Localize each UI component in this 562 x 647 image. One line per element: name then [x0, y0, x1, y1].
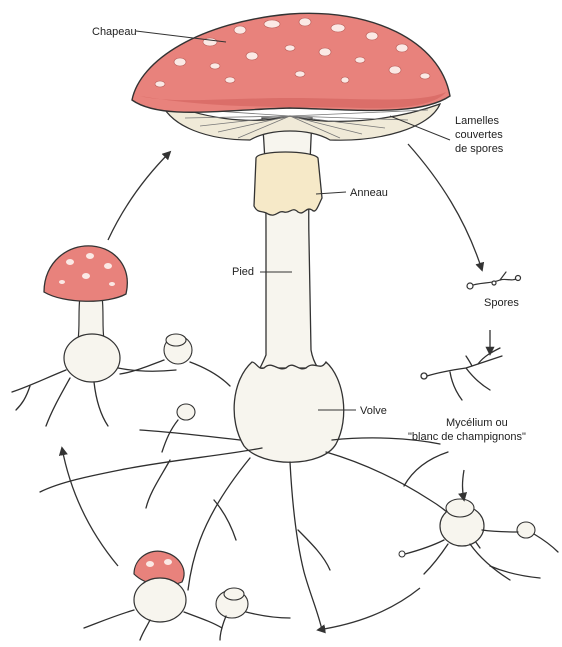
young-mushroom-left [12, 246, 176, 426]
label-volve: Volve [360, 405, 387, 417]
label-mycelium-line-2: "blanc de champignons" [408, 431, 526, 443]
volva [234, 362, 344, 462]
label-anneau: Anneau [350, 187, 388, 199]
arrow-to-emerging [318, 588, 420, 630]
label-lamelles-line-2: couvertes [455, 129, 503, 141]
young-stem [78, 296, 104, 340]
label-chapeau: Chapeau [92, 26, 137, 38]
small-buttons-left [120, 334, 230, 452]
spores-cluster [467, 272, 521, 289]
label-spores: Spores [484, 297, 519, 309]
label-mycelium-line-1: Mycélium ou [446, 417, 508, 429]
emerging-body [134, 578, 186, 622]
main-mushroom [40, 13, 480, 630]
annulus [254, 152, 322, 215]
arrow-to-young [62, 448, 118, 566]
young-volva [64, 334, 120, 382]
mycelium-strands [421, 348, 502, 400]
emerging-mushrooms-bottom [84, 551, 290, 640]
arrow-to-buttons [463, 470, 465, 500]
arrow-to-mature [108, 152, 170, 240]
label-pied: Pied [232, 266, 254, 278]
button-2 [177, 404, 195, 420]
arrow-to-spores [408, 144, 482, 270]
mycelium-buttons-right [399, 499, 558, 580]
label-lamelles-line-1: Lamelles [455, 115, 500, 127]
main-mycelium-roots [40, 430, 480, 630]
button-5 [517, 522, 535, 538]
label-lamelles-line-3: de spores [455, 143, 504, 155]
